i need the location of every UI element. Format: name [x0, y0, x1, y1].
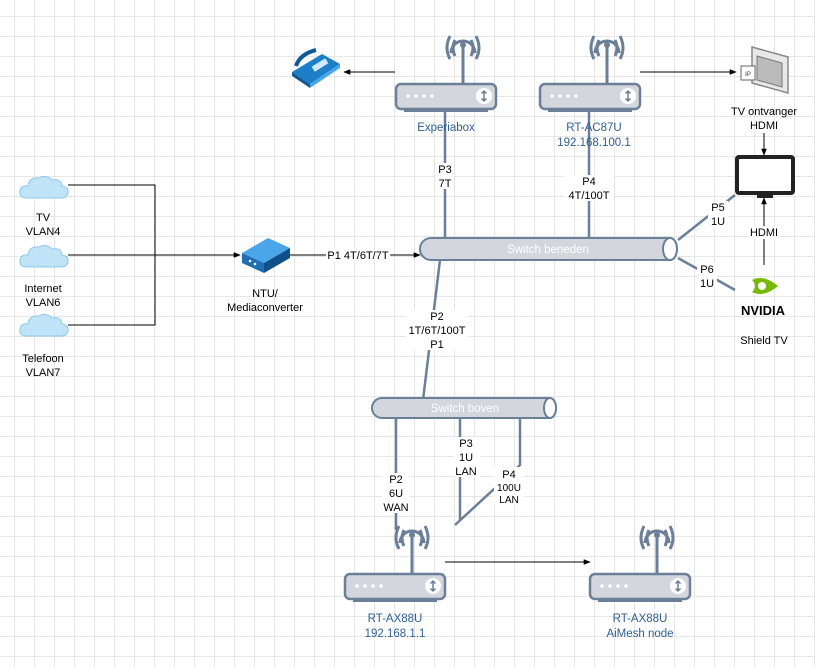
phone-icon [292, 48, 340, 88]
link-lan2-vlan: 100U [497, 483, 521, 494]
switch-beneden-label: Switch beneden [507, 244, 589, 256]
cloud-tv-label: TV [36, 212, 51, 224]
tv-receiver-hdmi-label: HDMI [750, 120, 778, 132]
link-lan2-label: LAN [499, 495, 518, 506]
cloud-internet-vlan: VLAN6 [26, 297, 61, 309]
link-p4-lan [454, 418, 522, 526]
ntu-label: NTU/ [252, 288, 279, 300]
switch-boven: Switch boven [371, 397, 557, 419]
link-wan-vlan: 6U [389, 488, 403, 500]
experiabox-label: Experiabox [417, 122, 475, 134]
nvidia-logo: NVIDIA [741, 278, 786, 318]
rt-ax88u-label: RT-AX88U [368, 613, 423, 625]
link-wan-port: P2 [389, 474, 402, 486]
rt-ac87u-label: RT-AC87U [566, 122, 621, 134]
vlan-bundle-wire [68, 184, 156, 326]
tv-monitor-icon [735, 155, 795, 198]
link-p3-label: P3 [438, 164, 451, 176]
link-p3-vlan: 7T [439, 178, 452, 190]
cloud-telefoon-label: Telefoon [22, 353, 64, 365]
link-lan1-label: LAN [455, 466, 476, 478]
aimesh-router-icon [588, 524, 692, 604]
link-p2-vlan: 1T/6T/100T [409, 325, 466, 337]
experiabox-router-icon [394, 34, 498, 114]
cloud-internet-label: Internet [24, 283, 61, 295]
link-p5-label: P5 [711, 202, 724, 214]
shield-tv-label: Shield TV [740, 335, 788, 347]
link-p2-p1-label: P1 [430, 339, 443, 351]
tv-receiver-icon: IP [740, 46, 789, 94]
link-lan1-port: P3 [459, 438, 472, 450]
cloud-icon-internet [19, 244, 69, 268]
cloud-tv-vlan: VLAN4 [26, 226, 61, 238]
ntu-label-2: Mediaconverter [227, 302, 303, 314]
rt-ac87u-ip: 192.168.100.1 [557, 137, 631, 149]
link-lan1-vlan: 1U [459, 452, 473, 464]
hdmi-label: HDMI [750, 227, 778, 239]
tv-receiver-label: TV ontvanger [731, 106, 797, 118]
link-p5-vlan: 1U [711, 216, 725, 228]
cloud-telefoon-vlan: VLAN7 [26, 367, 61, 379]
rt-ax88u-ip: 192.168.1.1 [365, 628, 426, 640]
link-p6-label: P6 [700, 264, 713, 276]
ntu-mediaconverter-icon [242, 238, 290, 273]
link-p1-label: P1 4T/6T/7T [327, 250, 388, 262]
aimesh-label: RT-AX88U [613, 613, 668, 625]
svg-text:NVIDIA: NVIDIA [741, 303, 786, 318]
link-p4-vlan: 4T/100T [569, 190, 610, 202]
switch-beneden: Switch beneden [419, 237, 678, 261]
cloud-icon-telefoon [19, 313, 69, 337]
switch-boven-label: Switch boven [431, 403, 499, 415]
rt-ac87u-router-icon [538, 34, 642, 114]
link-p2-label: P2 [430, 311, 443, 323]
rt-ax88u-router-icon [343, 524, 447, 604]
link-wan-label: WAN [383, 502, 408, 514]
cloud-icon-tv [19, 175, 69, 199]
link-lan2-port: P4 [502, 469, 515, 481]
aimesh-role: AiMesh node [606, 628, 673, 640]
link-p6-vlan: 1U [700, 278, 714, 290]
link-p4-label: P4 [582, 176, 595, 188]
svg-text:IP: IP [745, 72, 751, 78]
